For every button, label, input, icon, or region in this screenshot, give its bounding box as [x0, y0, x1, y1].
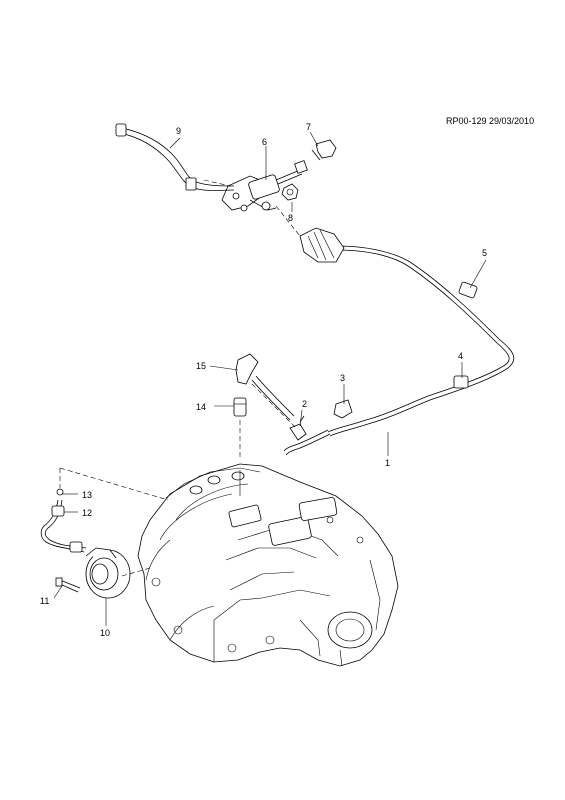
pipe-clip-5	[458, 281, 478, 299]
clutch-pipe	[283, 245, 515, 456]
callout-5: 5	[482, 248, 487, 258]
callout-12: 12	[82, 508, 92, 518]
callout-11: 11	[40, 596, 49, 606]
callout-9: 9	[176, 126, 181, 136]
drawing-reference: RP00-129 29/03/2010	[446, 116, 535, 126]
callout-labels: 1 2 3 4 5 6 7 8 9 10 11 12 13 14 15	[40, 122, 487, 638]
callout-13: 13	[82, 490, 92, 500]
nut	[281, 183, 299, 201]
master-cylinder	[221, 160, 308, 212]
reservoir-hose	[115, 123, 235, 191]
transmission-housing	[137, 463, 399, 667]
callout-7: 7	[306, 122, 311, 132]
callout-3: 3	[340, 373, 345, 383]
callout-8: 8	[288, 213, 293, 223]
callout-10: 10	[100, 628, 110, 638]
callout-15: 15	[196, 361, 206, 371]
concentric-slave-cylinder	[85, 547, 131, 599]
callout-leaders	[53, 131, 487, 626]
callout-14: 14	[196, 402, 206, 412]
callout-6: 6	[262, 137, 267, 147]
pipe-connector	[289, 415, 307, 441]
bushing	[233, 397, 247, 417]
callout-2: 2	[302, 399, 307, 409]
callout-1: 1	[385, 458, 390, 468]
assembly-guide-lines	[59, 179, 301, 577]
bleed-screw	[56, 488, 64, 496]
pipe-coupling	[299, 227, 345, 263]
pipe-clip-3	[333, 399, 353, 419]
retaining-clip	[311, 139, 337, 161]
callout-4: 4	[458, 351, 463, 361]
pipe-clip-4	[453, 375, 469, 389]
bolt	[55, 577, 81, 593]
hose-elbow	[235, 353, 295, 421]
bleed-hose	[40, 499, 87, 553]
